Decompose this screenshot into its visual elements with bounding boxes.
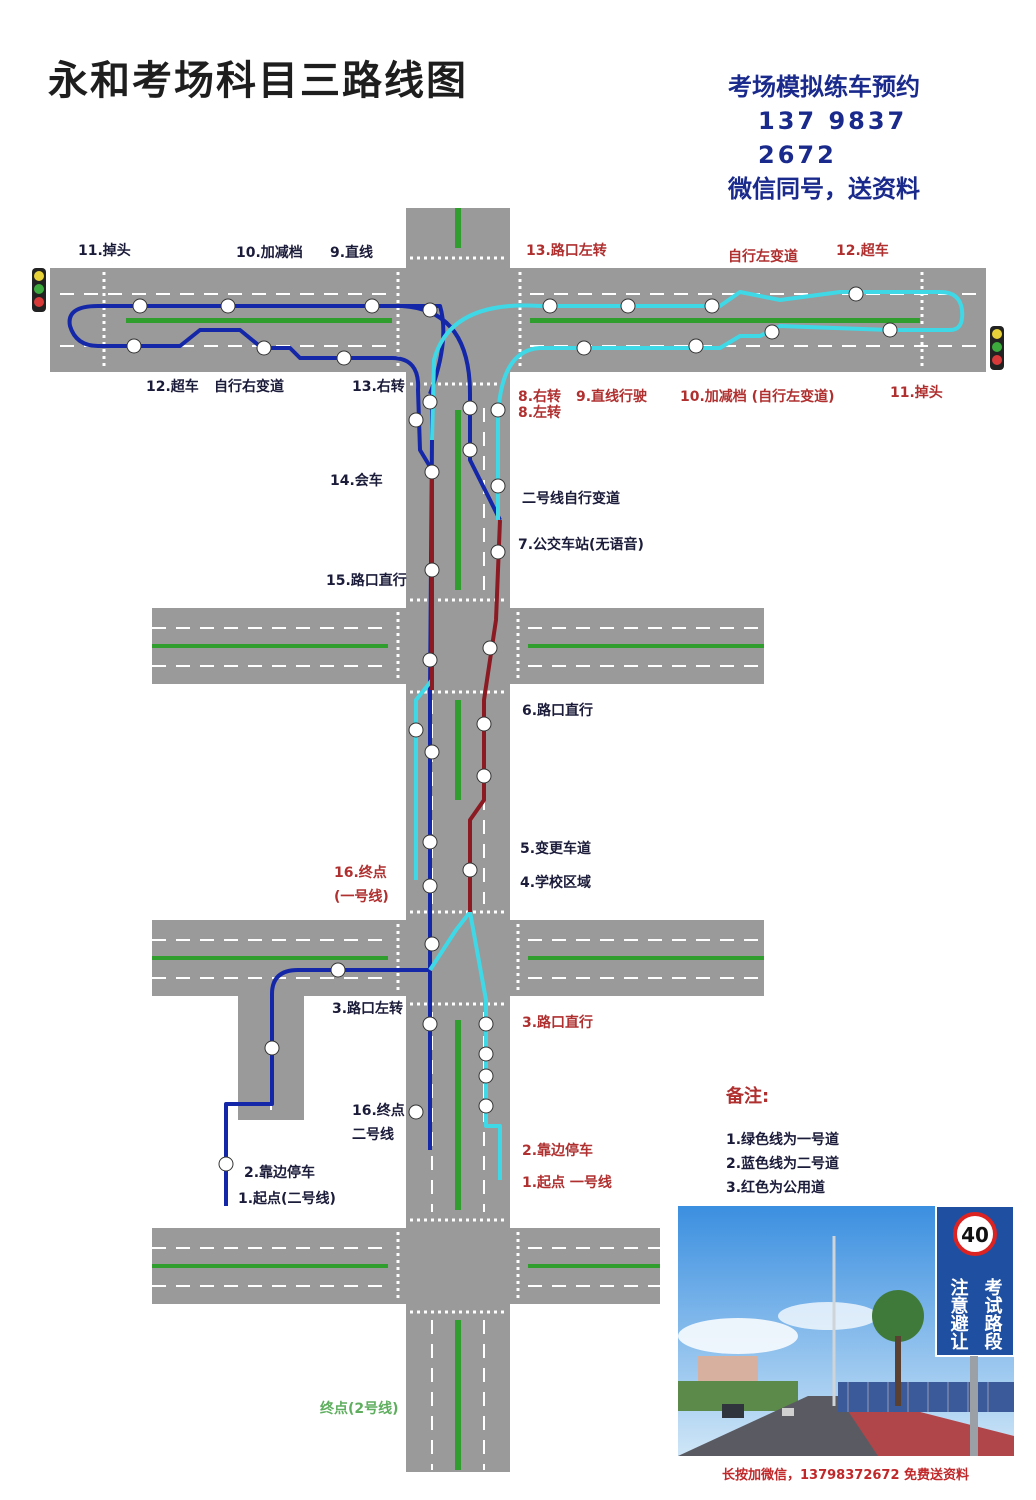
- label-3-cross: 3.路口直行: [522, 1015, 594, 1031]
- label-line2-lane-change: 二号线自行变道: [522, 491, 620, 507]
- label-1-start-line1: 1.起点 一号线: [522, 1175, 612, 1191]
- label-7-bus-stop: 7.公交车站(无语音): [518, 537, 644, 553]
- label-13-left-turn: 13.路口左转: [526, 243, 607, 259]
- notes-heading: 备注:: [726, 1086, 770, 1107]
- label-4-school-zone: 4.学校区域: [520, 875, 592, 891]
- label-right-lane-change: 自行右变道: [214, 379, 284, 395]
- medians: [126, 208, 920, 1470]
- sign-text-right: 考试路段: [982, 1277, 1003, 1351]
- contact-booking: 考场模拟练车预约: [728, 73, 920, 101]
- notes-item: 1.绿色线为一号道: [726, 1132, 840, 1148]
- label-16-end-line1-sub: (一号线): [334, 889, 389, 905]
- notes-item: 2.蓝色线为二号道: [726, 1156, 840, 1172]
- label-12-overtake-right: 12.超车: [836, 243, 889, 259]
- label-11-uturn-right: 11.掉头: [890, 385, 943, 401]
- contact-phone: 137 9837 2672: [758, 107, 908, 169]
- crosswalks: [102, 256, 924, 1314]
- label-8-right-turn: 8.右转: [518, 389, 562, 405]
- label-8-left-turn: 8.左转: [518, 405, 562, 421]
- label-11-uturn-left: 11.掉头: [78, 243, 131, 259]
- traffic-light-right: [990, 326, 1004, 370]
- speed-limit-value: 40: [961, 1223, 989, 1247]
- label-10-gear-right: 10.加减档 (自行左变道): [680, 389, 835, 405]
- label-left-lane-change: 自行左变道: [728, 249, 798, 265]
- label-9-straight-drive: 9.直线行驶: [576, 389, 648, 405]
- label-2-pull-over-line1: 2.靠边停车: [522, 1143, 594, 1159]
- notes-panel: 备注: 1.绿色线为一号道 2.蓝色线为二号道 3.红色为公用道: [726, 1082, 839, 1200]
- label-end-line2: 终点(2号线): [320, 1401, 399, 1417]
- label-13-right-turn: 13.右转: [352, 379, 405, 395]
- label-12-overtake-left: 12.超车: [146, 379, 199, 395]
- contact-wechat: 微信同号，送资料: [728, 175, 920, 203]
- label-16-end-line1: 16.终点: [334, 865, 387, 881]
- traffic-light-left: [32, 268, 46, 312]
- label-16-end-line2-sub: 二号线: [352, 1127, 394, 1143]
- footer-promo: 长按加微信，13798372672 免费送资料: [722, 1468, 970, 1483]
- contact-block: 考场模拟练车预约 137 9837 2672 微信同号，送资料: [728, 70, 968, 206]
- route-line1: [414, 290, 965, 1180]
- sign-text-left: 注意避让: [948, 1277, 969, 1350]
- label-5-lane-change: 5.变更车道: [520, 841, 592, 857]
- label-2-pull-over-line2: 2.靠边停车: [244, 1165, 316, 1181]
- notes-item: 3.红色为公用道: [726, 1180, 826, 1196]
- label-10-gear-left: 10.加减档: [236, 245, 303, 261]
- label-3-left-turn: 3.路口左转: [332, 1001, 404, 1017]
- label-15-cross: 15.路口直行: [326, 573, 407, 589]
- page-title: 永和考场科目三路线图: [48, 58, 468, 104]
- label-9-straight: 9.直线: [330, 245, 374, 261]
- waypoint-markers: [126, 286, 898, 1172]
- label-1-start-line2: 1.起点(二号线): [238, 1191, 336, 1207]
- label-6-cross: 6.路口直行: [522, 703, 594, 719]
- label-16-end-line2: 16.终点: [352, 1103, 405, 1119]
- label-14-meeting: 14.会车: [330, 473, 383, 489]
- road-photo: 40 注意避让 考试路段: [678, 1206, 1014, 1456]
